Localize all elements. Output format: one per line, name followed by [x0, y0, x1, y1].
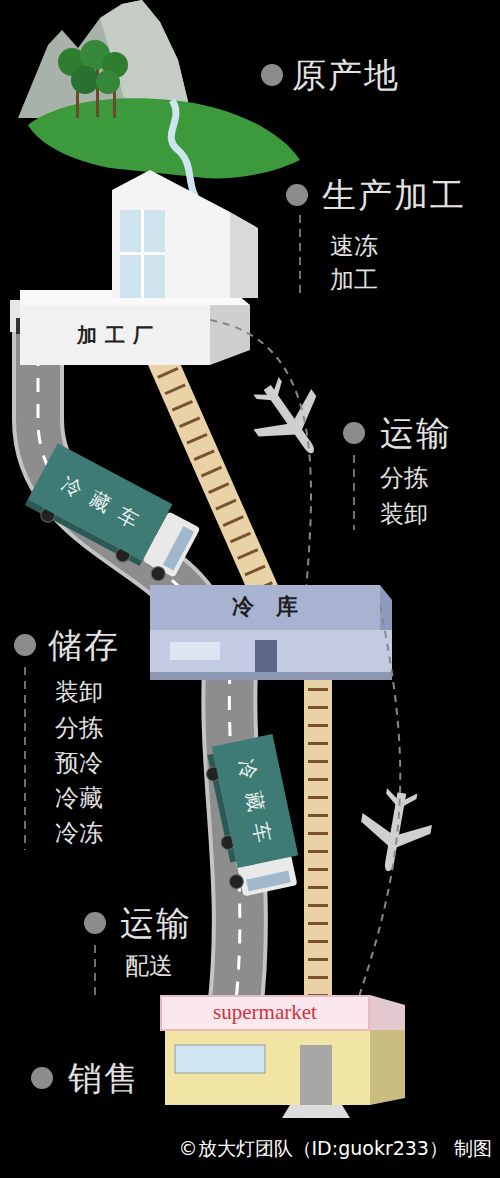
- step-dots: [14, 64, 365, 1089]
- illustration-part: [300, 1045, 332, 1105]
- credit-note: ©放大灯团队（ID:guokr233） 制图: [179, 1137, 492, 1160]
- illustration-part: [170, 642, 220, 660]
- illustration-part: [94, 945, 96, 1000]
- illustration-part: [253, 388, 272, 408]
- node-text: 冷藏车: [232, 746, 278, 857]
- illustration-part: [353, 455, 355, 530]
- step-title: 生产加工: [322, 175, 466, 216]
- illustration-part: [175, 1045, 265, 1073]
- flight-route: [210, 320, 311, 585]
- airplane: [353, 785, 437, 878]
- step-item: 冷藏: [55, 784, 103, 813]
- illustration-part: [228, 873, 245, 890]
- illustration-part: [230, 212, 258, 298]
- illustration-part: [370, 995, 405, 1030]
- flight-route: [360, 605, 401, 995]
- illustration-part: [120, 252, 165, 255]
- step-title: 原产地: [292, 55, 400, 96]
- step-item: 速冻: [330, 232, 378, 261]
- step-title: 销售: [68, 1058, 140, 1099]
- illustration-part: [380, 585, 392, 630]
- step-item: 装卸: [55, 678, 103, 707]
- illustration-part: [31, 1067, 53, 1089]
- node-text: 冷库: [210, 594, 320, 620]
- step-item: 装卸: [380, 500, 428, 529]
- step-title: 运输: [380, 413, 452, 454]
- airplane: [237, 366, 342, 473]
- illustration-part: [285, 389, 328, 431]
- illustration-part: [396, 820, 432, 854]
- dashed-route-line: [360, 605, 401, 995]
- truck-box: 冷藏车: [28, 443, 173, 561]
- node-text: 冷藏车: [47, 466, 154, 538]
- roads: [38, 300, 240, 1010]
- illustration-part: [403, 791, 418, 808]
- illustration-part: [150, 672, 392, 680]
- step-item: 分拣: [380, 464, 428, 493]
- illustration-part: [149, 564, 168, 583]
- illustration-part: [120, 210, 165, 298]
- factory-building: [10, 170, 258, 365]
- dashed-route-line: [210, 320, 311, 585]
- illustration-part: [282, 1105, 350, 1118]
- illustration-part: [254, 411, 297, 453]
- illustration-part: [358, 813, 394, 847]
- illustration-part: [96, 70, 120, 94]
- node-text: supermarket: [213, 1000, 317, 1025]
- illustration-part: [286, 184, 308, 206]
- illustration-part: [246, 871, 291, 892]
- step-item: 配送: [125, 952, 173, 981]
- supermarket-sign: supermarket: [160, 995, 370, 1031]
- step-item: 加工: [330, 266, 378, 295]
- illustration-part: [343, 422, 365, 444]
- illustration-part: [84, 912, 106, 934]
- illustration-part: [384, 788, 399, 805]
- illustration-part: [28, 98, 300, 178]
- illustration-part: [112, 170, 230, 298]
- illustration-part: [269, 377, 288, 397]
- illustration-part: [210, 305, 250, 365]
- illustration-part: [24, 667, 26, 850]
- illustration-part: [165, 1030, 370, 1105]
- illustration-part: [163, 526, 194, 570]
- cold-storage-box: 冷库: [150, 585, 380, 630]
- illustration-part: [255, 640, 277, 672]
- trees: [58, 40, 128, 118]
- step-item: 预冷: [55, 749, 103, 778]
- illustration-part: [160, 355, 268, 600]
- illustration-part: [299, 215, 301, 295]
- illustration-part: [14, 634, 36, 656]
- step-item: 分拣: [55, 714, 103, 743]
- truck-box: 冷藏车: [212, 734, 298, 868]
- step-item: 冷冻: [55, 819, 103, 848]
- step-title: 储存: [48, 625, 120, 666]
- step-title: 运输: [120, 903, 192, 944]
- illustration-part: [308, 670, 328, 1005]
- illustration-part: [370, 1030, 405, 1105]
- illustration-part: [71, 66, 99, 94]
- factory-box: 加工厂: [20, 305, 210, 365]
- illustration-part: [160, 355, 268, 600]
- illustration-part: [150, 630, 392, 680]
- illustration-part: [261, 64, 283, 86]
- node-text: 加工厂: [69, 323, 161, 347]
- illustration-part: [304, 670, 332, 1005]
- cold-storage-building: [150, 585, 392, 680]
